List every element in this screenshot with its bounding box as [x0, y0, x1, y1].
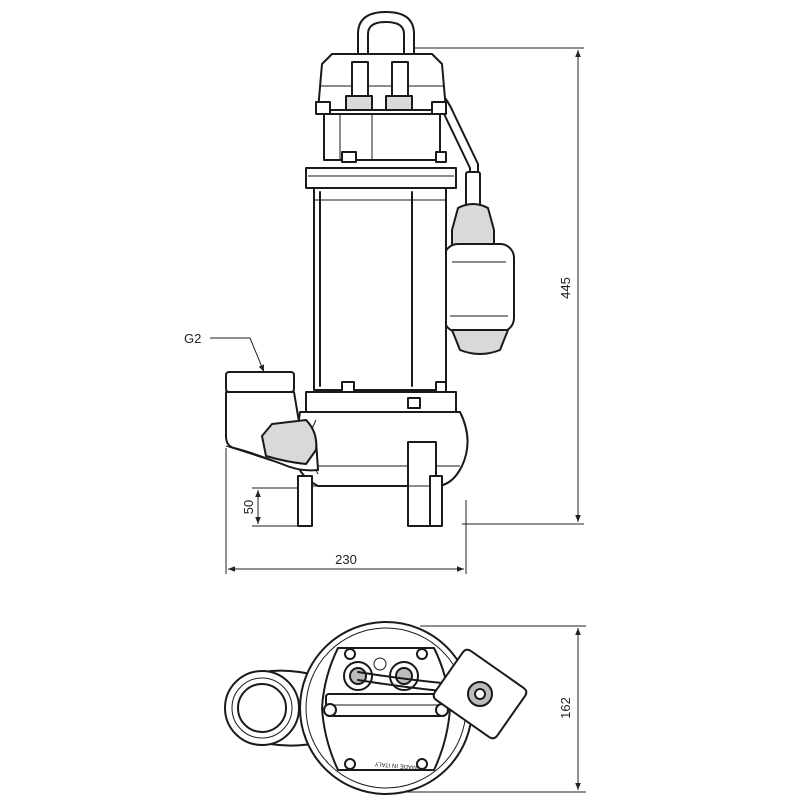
pump-foot-right — [429, 475, 443, 527]
width-dimension: 230 — [225, 448, 467, 574]
top-depth-label: 162 — [558, 697, 573, 719]
upper-flange — [305, 167, 457, 189]
inlet-clearance-label: 50 — [241, 500, 256, 514]
top-depth-dimension: 162 — [400, 625, 586, 793]
motor-top-cap — [315, 53, 447, 163]
side-view: G2 — [184, 11, 515, 527]
nameplate-text: MADE IN ITALY — [375, 760, 418, 770]
lower-flange — [305, 391, 457, 413]
outlet-thread-label: G2 — [184, 331, 201, 346]
inlet-clearance-dimension: 50 — [241, 487, 298, 527]
top-cable-glands — [343, 657, 419, 691]
height-dimension: 445 — [414, 47, 584, 525]
discharge-outlet — [225, 371, 319, 472]
lifting-handle — [357, 11, 415, 61]
top-float-switch — [432, 648, 528, 740]
motor-housing — [313, 187, 447, 393]
height-label: 445 — [558, 277, 573, 299]
float-switch — [443, 171, 515, 355]
pump-foot-left — [297, 475, 313, 527]
width-label: 230 — [335, 552, 357, 567]
top-view: MADE IN ITALY — [224, 621, 528, 795]
